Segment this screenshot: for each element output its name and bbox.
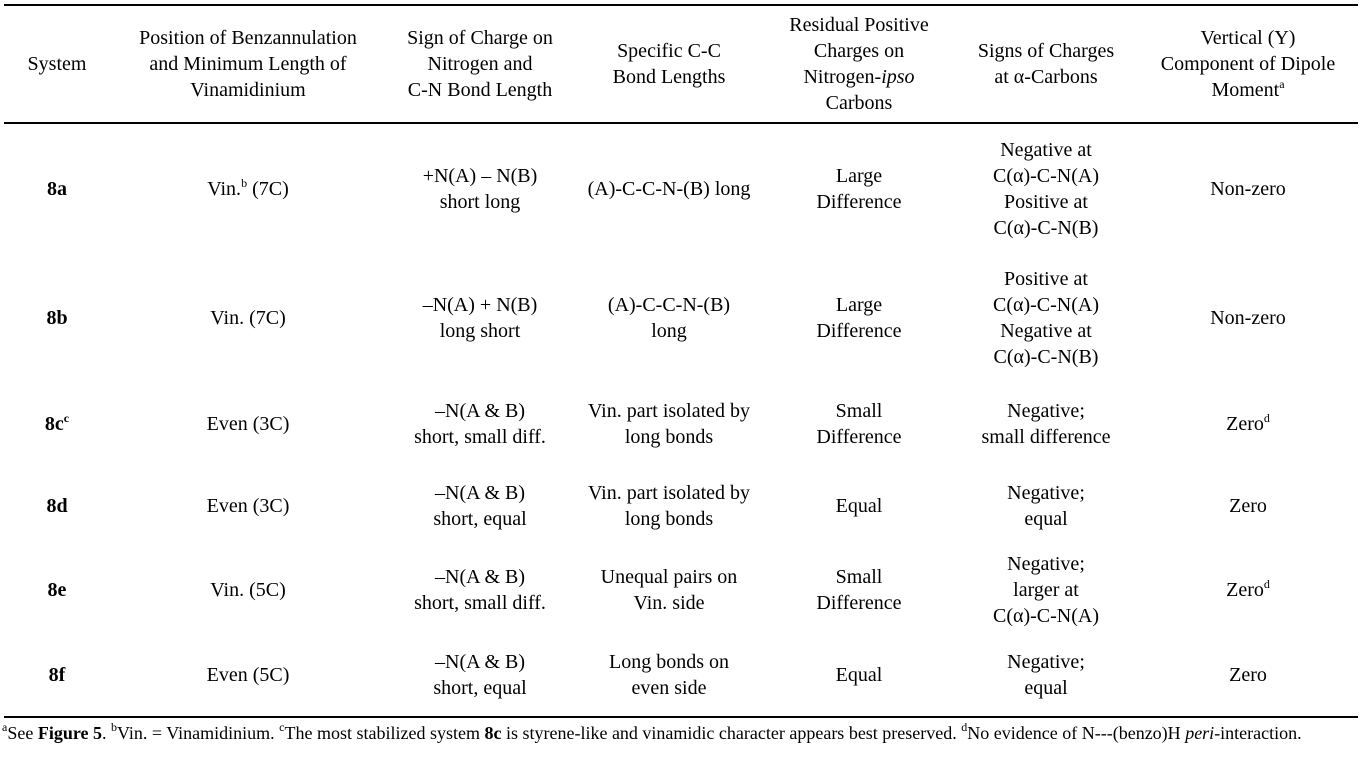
cell-alpha: Negative;small difference bbox=[981, 400, 1111, 448]
cell-position: Even (3C) bbox=[206, 413, 290, 435]
cell-system: 8f bbox=[48, 663, 66, 686]
cell-alpha: Negative;equal bbox=[1007, 650, 1085, 699]
cell-position: Vin.b (7C) bbox=[207, 175, 289, 200]
comparison-table: System Position of Benzannulation and Mi… bbox=[4, 4, 1358, 718]
cell-charge: +N(A) – N(B)short long bbox=[422, 164, 538, 213]
cell-charge: –N(A & B)short, small diff. bbox=[414, 400, 546, 448]
cell-residual: Equal bbox=[835, 663, 883, 686]
table-row: 8a Vin.b (7C) +N(A) – N(B)short long (A)-C-… bbox=[4, 123, 1358, 253]
table-container: System Position of Benzannulation and Mi… bbox=[4, 4, 1358, 718]
header-residual-charges: Residual Positive Charges on Nitrogen-ip… bbox=[789, 14, 929, 114]
table-row: 8cc Even (3C) –N(A & B)short, small diff. V… bbox=[4, 383, 1358, 465]
cell-dipole: Zerod bbox=[1226, 411, 1270, 435]
cell-system: 8cc bbox=[44, 411, 70, 435]
table-row: 8e Vin. (5C) –N(A & B)short, small diff. Un… bbox=[4, 547, 1358, 633]
table-footnote: aSee Figure 5. bVin. = Vinamidinium. cTh… bbox=[2, 720, 1302, 743]
cell-bonds: (A)-C-C-N-(B) long bbox=[587, 177, 751, 200]
table-header-row: System Position of Benzannulation and Mi… bbox=[4, 5, 1358, 123]
cell-charge: –N(A & B)short, equal bbox=[433, 482, 527, 530]
table-row: 8b Vin. (7C) –N(A) + N(B)long short (A)-C-C… bbox=[4, 253, 1358, 383]
table-body: 8a Vin.b (7C) +N(A) – N(B)short long (A)-C-… bbox=[4, 123, 1358, 717]
cell-position: Vin. (5C) bbox=[210, 579, 286, 601]
cell-charge: –N(A) + N(B)long short bbox=[422, 294, 538, 342]
cell-charge: –N(A & B)short, equal bbox=[433, 650, 527, 699]
cell-residual: Equal bbox=[835, 495, 883, 517]
cell-system: 8b bbox=[46, 307, 68, 329]
cell-dipole: Zero bbox=[1229, 495, 1267, 517]
header-bond-lengths: Specific C-C Bond Lengths bbox=[612, 40, 726, 88]
cell-position: Vin. (7C) bbox=[210, 307, 286, 329]
cell-bonds: (A)-C-C-N-(B)long bbox=[607, 294, 731, 342]
cell-system: 8a bbox=[47, 177, 67, 200]
header-charge-sign: Sign of Charge on Nitrogen and C-N Bond … bbox=[407, 27, 553, 101]
header-position: Position of Benzannulation and Minimum L… bbox=[139, 27, 357, 101]
cell-dipole: Non-zero bbox=[1210, 307, 1286, 329]
table-row: 8d Even (3C) –N(A & B)short, equal Vin. par… bbox=[4, 465, 1358, 547]
cell-dipole: Zero bbox=[1229, 663, 1267, 686]
cell-position: Even (3C) bbox=[206, 495, 290, 517]
header-system: System bbox=[27, 53, 87, 75]
cell-alpha: Negative;equal bbox=[1007, 482, 1085, 530]
cell-dipole: Non-zero bbox=[1210, 177, 1286, 200]
cell-system: 8d bbox=[46, 495, 68, 517]
header-alpha-charges: Signs of Charges at α-Carbons bbox=[977, 40, 1115, 88]
cell-charge: –N(A & B)short, small diff. bbox=[414, 566, 546, 614]
table-row: 8f Even (5C) –N(A & B)short, equal Long bon… bbox=[4, 633, 1358, 717]
cell-dipole: Zerod bbox=[1226, 577, 1270, 601]
cell-position: Even (5C) bbox=[206, 663, 290, 686]
header-dipole: Vertical (Y) Component of Dipole Momenta bbox=[1160, 27, 1336, 101]
cell-system: 8e bbox=[47, 579, 67, 601]
